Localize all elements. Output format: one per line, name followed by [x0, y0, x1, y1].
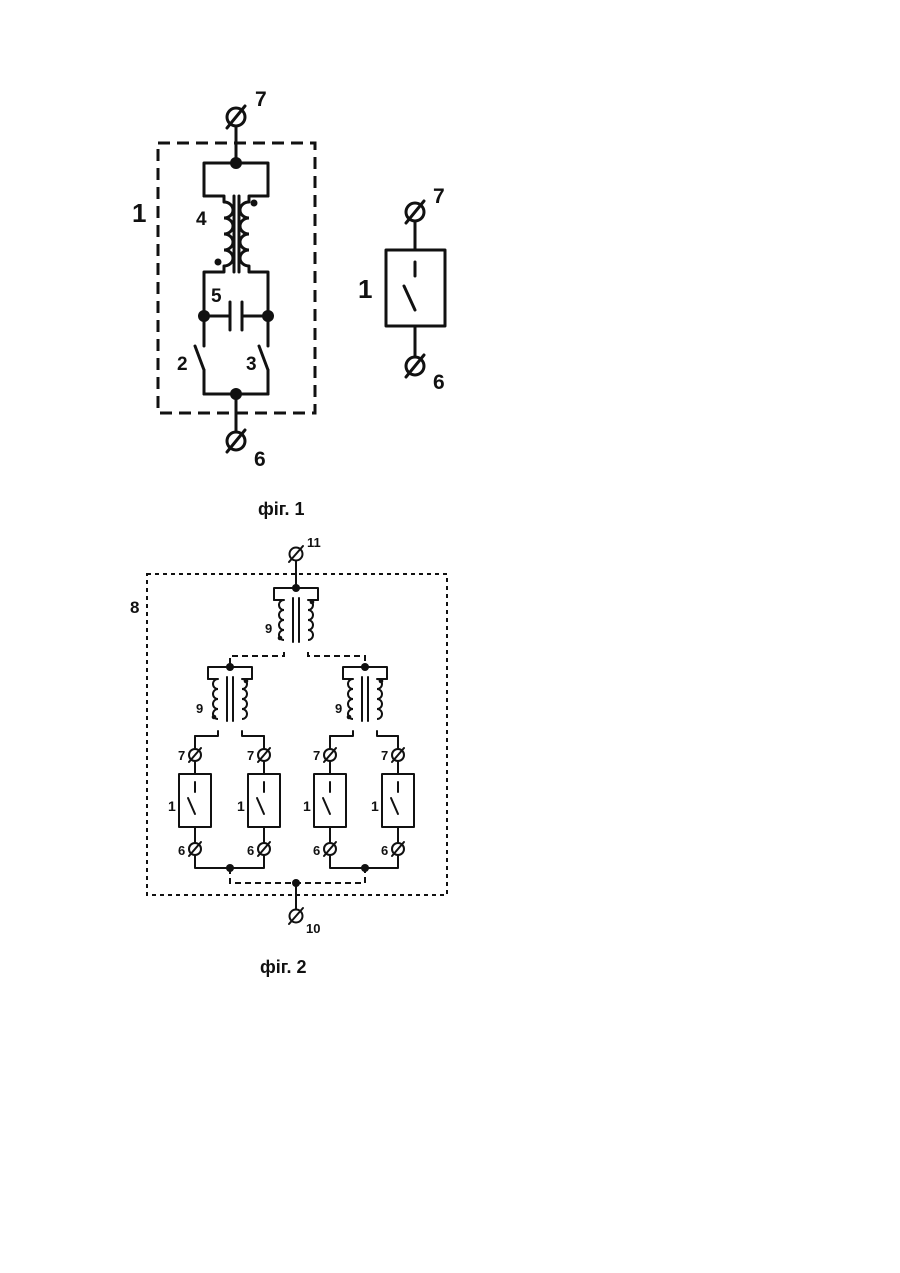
- module-1-label: 1: [168, 798, 176, 814]
- block-1-label: 1: [132, 198, 146, 228]
- symbol-terminal-7-label: 7: [433, 185, 445, 208]
- transformer-right-coil-right: [377, 679, 382, 719]
- transformer-left-dot-top: [244, 679, 249, 684]
- capacitor-5-label: 5: [211, 286, 222, 307]
- transformer-right-label: 9: [335, 701, 342, 716]
- switch-2-label: 2: [177, 354, 188, 375]
- transformer-main-coil-right: [308, 600, 313, 640]
- left-out-a: [195, 731, 218, 736]
- transformer-left-coil-left: [213, 679, 218, 719]
- module-3-terminal-7-label: 7: [313, 748, 320, 763]
- symbol-terminal-6: [406, 355, 424, 377]
- terminal-11: [289, 546, 303, 562]
- module-1-terminal-7-label: 7: [178, 748, 185, 763]
- module-1-switch-blade: [188, 798, 195, 814]
- figure-1-caption: фіг. 1: [258, 499, 304, 519]
- left-out-b: [242, 731, 264, 736]
- module-4-terminal-7-label: 7: [381, 748, 388, 763]
- symbol-switch-blade: [404, 286, 415, 310]
- capacitor-5: [198, 302, 274, 330]
- symbol-terminal-6-label: 6: [433, 371, 445, 394]
- terminal-7-label: 7: [255, 88, 267, 111]
- terminal-6-label: 6: [254, 448, 266, 471]
- symbol-block-1-label: 1: [358, 274, 372, 304]
- terminal-10: [289, 908, 303, 924]
- assembly-8-label: 8: [130, 598, 139, 617]
- transformer-main-label: 9: [265, 621, 272, 636]
- module-3-label: 1: [303, 798, 311, 814]
- switch-3-label: 3: [246, 354, 257, 375]
- transformer-main-dot-top: [310, 600, 315, 605]
- link-main-left: [230, 652, 284, 667]
- terminal-11-label: 11: [307, 535, 321, 550]
- transformer-left-label: 9: [196, 701, 203, 716]
- module-2-terminal-7-label: 7: [247, 748, 254, 763]
- link-main-right: [308, 652, 365, 667]
- module-2-label: 1: [237, 798, 245, 814]
- terminal-6: [227, 430, 245, 452]
- module-4-terminal-6-label: 6: [381, 843, 388, 858]
- module-3-terminal-6-label: 6: [313, 843, 320, 858]
- transformer-main-dot-bottom: [278, 636, 283, 641]
- transformer-right-dot-top: [379, 679, 384, 684]
- module-4-label: 1: [371, 798, 379, 814]
- figure-1-detailed: 7 4 5: [132, 88, 315, 471]
- transformer-left-dot-bottom: [212, 715, 217, 720]
- right-out-a: [330, 731, 353, 736]
- terminal-10-label: 10: [306, 921, 320, 936]
- transformer-right-coil-left: [348, 679, 353, 719]
- transformer-right-dot-bottom: [347, 715, 352, 720]
- switch-2: [195, 316, 204, 394]
- right-out-b: [377, 731, 398, 736]
- transformer-left-coil-right: [242, 679, 247, 719]
- module-3-switch-blade: [323, 798, 330, 814]
- module-1-terminal-6-label: 6: [178, 843, 185, 858]
- module-4-switch-blade: [391, 798, 398, 814]
- transformer-main-coil-left: [279, 600, 284, 640]
- module-2-terminal-6-label: 6: [247, 843, 254, 858]
- module-2-switch-blade: [257, 798, 264, 814]
- inductor-4-label: 4: [196, 209, 207, 230]
- terminal-7: [227, 106, 245, 128]
- figure-1-symbol: 7 6 1: [358, 185, 445, 394]
- switch-3: [259, 316, 268, 394]
- figure-2-caption: фіг. 2: [260, 957, 306, 977]
- figure-2: 8 11 10 фіг. 2 9 9 9 7 1 6 7 1 6 7 1 6 7 1 6: [130, 535, 447, 977]
